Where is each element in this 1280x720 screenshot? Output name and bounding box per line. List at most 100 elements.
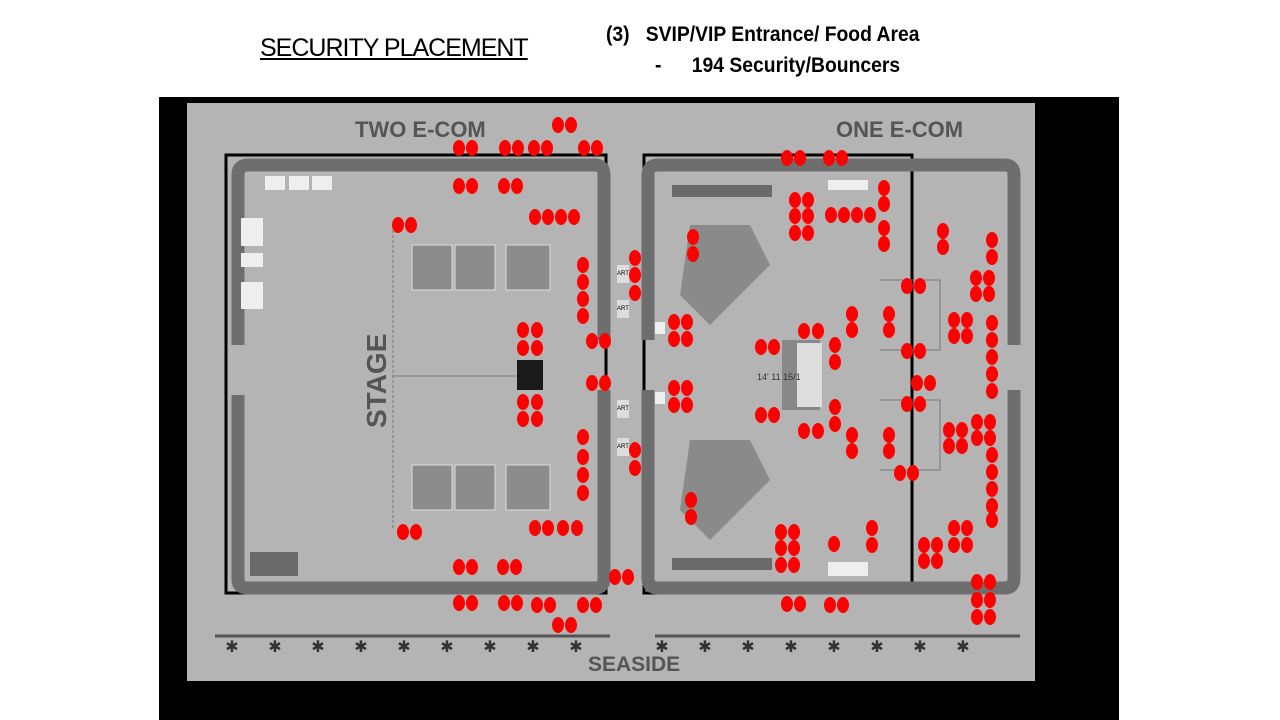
security-marker: [681, 331, 693, 347]
security-marker: [555, 209, 567, 225]
security-marker: [883, 322, 895, 338]
section-number: (3): [606, 23, 630, 46]
security-marker: [878, 180, 890, 196]
security-marker: [986, 481, 998, 497]
security-marker: [914, 278, 926, 294]
security-marker: [918, 537, 930, 553]
security-marker: [552, 117, 564, 133]
security-marker: [577, 257, 589, 273]
security-marker: [687, 229, 699, 245]
security-marker: [531, 340, 543, 356]
security-marker: [789, 225, 801, 241]
security-marker: [789, 208, 801, 224]
security-marker: [829, 337, 841, 353]
security-marker: [392, 217, 404, 233]
security-marker: [586, 375, 598, 391]
security-marker: [578, 140, 590, 156]
security-marker: [986, 464, 998, 480]
security-marker: [866, 520, 878, 536]
palm-tree-icon: ✱: [354, 639, 367, 656]
security-marker: [629, 285, 641, 301]
security-marker: [931, 537, 943, 553]
security-marker: [956, 438, 968, 454]
security-marker: [510, 559, 522, 575]
security-marker: [823, 150, 835, 166]
security-marker: [517, 340, 529, 356]
security-marker: [528, 140, 540, 156]
security-marker: [948, 520, 960, 536]
security-marker: [629, 250, 641, 266]
security-count-text: 194 Security/Bouncers: [691, 54, 901, 77]
security-marker: [565, 117, 577, 133]
security-marker: [557, 520, 569, 536]
security-marker: [681, 397, 693, 413]
security-marker: [453, 178, 465, 194]
security-marker: [970, 270, 982, 286]
bullet-dash: -: [655, 54, 662, 77]
art-label: ART: [617, 306, 629, 312]
security-marker: [986, 366, 998, 382]
art-signs: ART ART ART ART: [617, 265, 629, 456]
security-marker: [846, 427, 858, 443]
seat-numbers: 14' 11 15/1: [757, 372, 801, 382]
palm-trees: ✱✱✱✱✱✱✱✱✱✱✱✱✱✱✱✱✱: [225, 639, 969, 656]
palm-tree-icon: ✱: [225, 639, 238, 656]
security-marker: [984, 609, 996, 625]
security-marker: [781, 596, 793, 612]
security-markers: [392, 117, 998, 633]
security-marker: [798, 423, 810, 439]
security-marker: [824, 597, 836, 613]
security-marker: [866, 537, 878, 553]
slide-title: SECURITY PLACEMENT: [260, 34, 529, 62]
security-marker: [577, 485, 589, 501]
security-marker: [668, 331, 680, 347]
security-marker: [971, 430, 983, 446]
security-marker: [961, 520, 973, 536]
security-marker: [568, 209, 580, 225]
security-marker: [681, 314, 693, 330]
security-marker: [986, 315, 998, 331]
security-marker: [802, 208, 814, 224]
security-marker: [466, 140, 478, 156]
security-marker: [542, 209, 554, 225]
security-marker: [901, 278, 913, 294]
security-marker: [453, 140, 465, 156]
security-marker: [629, 460, 641, 476]
section-heading: (3) SVIP/VIP Entrance/ Food Area: [606, 23, 920, 47]
containers: [241, 176, 868, 576]
security-marker: [943, 438, 955, 454]
control-booth: [517, 360, 543, 390]
security-marker: [609, 569, 621, 585]
security-marker: [789, 192, 801, 208]
palm-tree-icon: ✱: [569, 639, 582, 656]
security-marker: [497, 559, 509, 575]
security-marker: [971, 609, 983, 625]
palm-tree-icon: ✱: [956, 639, 969, 656]
security-marker: [788, 540, 800, 556]
security-marker: [499, 140, 511, 156]
security-marker: [812, 323, 824, 339]
security-marker: [986, 512, 998, 528]
label-two-ecom: TWO E-COM: [355, 117, 486, 142]
security-marker: [788, 557, 800, 573]
security-marker: [586, 333, 598, 349]
section-title: SVIP/VIP Entrance/ Food Area: [645, 23, 920, 46]
security-marker: [531, 597, 543, 613]
security-marker: [948, 312, 960, 328]
security-marker: [986, 332, 998, 348]
security-marker: [590, 597, 602, 613]
security-marker: [542, 520, 554, 536]
security-marker: [798, 323, 810, 339]
security-marker: [901, 343, 913, 359]
security-marker: [878, 196, 890, 212]
security-marker: [918, 553, 930, 569]
security-marker: [591, 140, 603, 156]
security-marker: [577, 308, 589, 324]
security-marker: [768, 407, 780, 423]
security-marker: [984, 414, 996, 430]
security-marker: [829, 354, 841, 370]
security-marker: [681, 380, 693, 396]
security-marker: [907, 465, 919, 481]
palm-tree-icon: ✱: [483, 639, 496, 656]
